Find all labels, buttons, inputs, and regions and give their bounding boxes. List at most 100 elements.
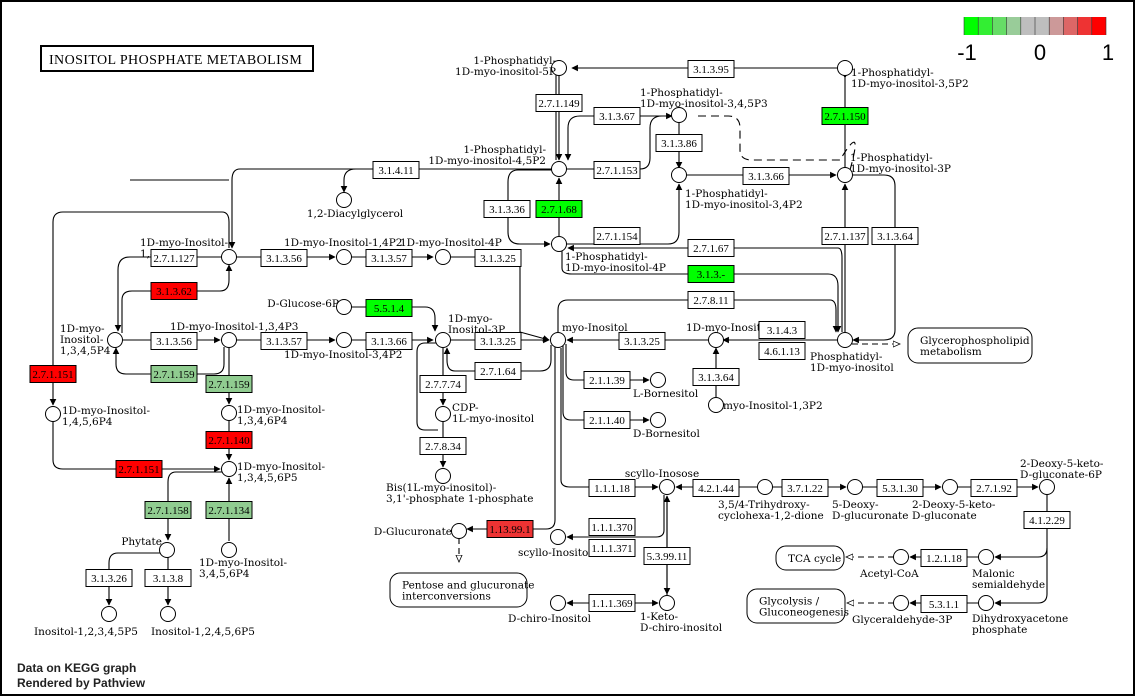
compound-c5[interactable]: 1-Phosphatidyl-1D-myo-inositol-3,4P2 xyxy=(671,167,803,212)
compound-c2[interactable]: 1-Phosphatidyl-1D-myo-inositol-3,5P2 xyxy=(837,60,969,91)
compound-node[interactable] xyxy=(650,412,666,428)
compound-node[interactable] xyxy=(650,372,666,388)
enzyme-box[interactable] xyxy=(588,479,636,497)
enzyme-box[interactable] xyxy=(205,501,253,519)
compound-c32[interactable]: 2-Deoxy-5-keto-D-gluconate-6P xyxy=(1020,458,1104,495)
enzyme-box[interactable] xyxy=(593,161,641,179)
enzyme-e28[interactable]: 3.1.3.25 xyxy=(618,332,666,350)
compound-node[interactable] xyxy=(757,479,773,495)
enzyme-e12[interactable]: 2.7.1.67 xyxy=(687,239,735,257)
enzyme-box[interactable] xyxy=(583,411,631,429)
enzyme-box[interactable] xyxy=(687,291,735,309)
compound-node[interactable] xyxy=(671,167,687,183)
enzyme-box[interactable] xyxy=(742,167,790,185)
enzyme-box[interactable] xyxy=(474,332,522,350)
enzyme-e34[interactable]: 3.1.3.64 xyxy=(692,368,740,386)
enzyme-box[interactable] xyxy=(150,365,198,383)
enzyme-e19[interactable]: 3.1.3.- xyxy=(687,265,735,283)
enzyme-e31[interactable]: 2.7.1.64 xyxy=(474,362,522,380)
compound-c14[interactable]: 1D-myo-Inositol-1,3,4,5P4 xyxy=(60,323,123,357)
enzyme-e44[interactable]: 5.3.1.30 xyxy=(876,479,924,497)
compound-node[interactable] xyxy=(551,161,567,177)
compound-node[interactable] xyxy=(221,405,237,421)
pathway-link-box[interactable] xyxy=(907,327,1033,364)
compound-c41[interactable]: Inositol-1,2,3,4,5P5 xyxy=(34,606,138,639)
compound-node[interactable] xyxy=(978,595,994,611)
enzyme-box[interactable] xyxy=(692,368,740,386)
enzyme-box[interactable] xyxy=(29,365,77,383)
compound-c30[interactable]: 5-Deoxy-D-glucuronate xyxy=(832,479,908,523)
enzyme-e43[interactable]: 3.7.1.22 xyxy=(781,479,829,497)
compound-node[interactable] xyxy=(221,332,237,348)
compound-node[interactable] xyxy=(942,479,958,495)
compound-node[interactable] xyxy=(435,406,451,422)
enzyme-e14[interactable]: 3.1.3.64 xyxy=(871,227,919,245)
pathway-link-box[interactable] xyxy=(775,545,845,571)
compound-node[interactable] xyxy=(837,332,853,348)
compound-node[interactable] xyxy=(159,542,175,558)
compound-node[interactable] xyxy=(550,595,566,611)
enzyme-e1[interactable]: 3.1.3.95 xyxy=(687,60,735,78)
enzyme-e48[interactable]: 1.13.99.1 xyxy=(486,520,534,538)
compound-node[interactable] xyxy=(550,332,566,348)
compound-node[interactable] xyxy=(659,479,675,495)
compound-c31[interactable]: 2-Deoxy-5-keto-D-gluconate xyxy=(912,479,996,523)
compound-c27[interactable]: Bis(1L-myo-inositol)-3,1'-phosphate 1-ph… xyxy=(386,468,533,506)
enzyme-e56[interactable]: 5.3.1.1 xyxy=(920,595,968,613)
enzyme-e15[interactable]: 2.7.1.127 xyxy=(150,249,198,267)
compound-c4[interactable]: 1-Phosphatidyl-1D-myo-inositol-4,5P2 xyxy=(428,144,567,177)
enzyme-box[interactable] xyxy=(821,107,869,125)
enzyme-box[interactable] xyxy=(85,569,133,587)
enzyme-e54[interactable]: 3.1.3.26 xyxy=(85,569,133,587)
enzyme-e22[interactable]: 5.5.1.4 xyxy=(365,299,413,317)
enzyme-e16[interactable]: 3.1.3.56 xyxy=(260,249,308,267)
compound-node[interactable] xyxy=(221,461,237,477)
compound-c21[interactable]: myo-Inositol-1,3P2 xyxy=(708,397,823,413)
compound-c11[interactable]: 1D-myo-Inositol-4P xyxy=(400,237,502,265)
enzyme-box[interactable] xyxy=(486,520,534,538)
compound-c3[interactable]: 1-Phosphatidyl-1D-myo-inositol-3,4,5P3 xyxy=(640,87,768,123)
compound-c18[interactable]: myo-Inositol xyxy=(550,322,629,348)
compound-c28[interactable]: scyllo-Inosose xyxy=(625,468,699,495)
enzyme-e10[interactable]: 2.7.1.68 xyxy=(535,200,583,218)
enzyme-e33[interactable]: 2.1.1.39 xyxy=(583,371,631,389)
compound-c23[interactable]: 1D-myo-Inositol-1,3,4,6P4 xyxy=(221,404,326,427)
enzyme-e24[interactable]: 3.1.3.56 xyxy=(150,332,198,350)
compound-node[interactable] xyxy=(435,468,451,484)
enzyme-box[interactable] xyxy=(588,594,636,612)
enzyme-e8[interactable]: 3.1.3.66 xyxy=(742,167,790,185)
enzyme-e21[interactable]: 2.7.8.11 xyxy=(687,291,735,309)
enzyme-box[interactable] xyxy=(692,479,740,497)
compound-c29[interactable]: 3,5/4-Trihydroxy-cyclohexa-1,2-dione xyxy=(718,479,824,523)
enzyme-e27[interactable]: 3.1.3.25 xyxy=(474,332,522,350)
enzyme-box[interactable] xyxy=(655,134,703,152)
enzyme-box[interactable] xyxy=(419,375,467,393)
compound-node[interactable] xyxy=(847,479,863,495)
compound-node[interactable] xyxy=(336,299,352,315)
enzyme-box[interactable] xyxy=(365,299,413,317)
enzyme-e52[interactable]: 5.3.99.11 xyxy=(643,547,691,565)
enzyme-box[interactable] xyxy=(588,539,636,557)
enzyme-box[interactable] xyxy=(474,249,522,267)
enzyme-box[interactable] xyxy=(150,332,198,350)
compound-c13[interactable]: Phosphatidyl-1D-myo-inositol xyxy=(810,332,894,375)
compound-node[interactable] xyxy=(101,606,117,622)
enzyme-e40[interactable]: 2.7.1.151 xyxy=(115,460,163,478)
enzyme-e50[interactable]: 4.1.2.29 xyxy=(1023,511,1071,529)
pathway-link-box[interactable] xyxy=(389,572,528,608)
compound-node[interactable] xyxy=(551,236,567,252)
enzyme-box[interactable] xyxy=(205,431,253,449)
enzyme-e42[interactable]: 4.2.1.44 xyxy=(692,479,740,497)
enzyme-e29[interactable]: 4.6.1.13 xyxy=(758,342,806,360)
compound-c10[interactable]: 1D-myo-Inositol-1,4P2 xyxy=(284,237,402,265)
compound-node[interactable] xyxy=(435,249,451,265)
enzyme-e6[interactable]: 3.1.4.11 xyxy=(372,161,420,179)
enzyme-e20[interactable]: 3.1.3.62 xyxy=(150,282,198,300)
enzyme-e49[interactable]: 1.1.1.370 xyxy=(588,518,636,536)
enzyme-e17[interactable]: 3.1.3.57 xyxy=(365,249,413,267)
compound-c26[interactable]: 1D-myo-Inositol-1,3,4,5,6P5 xyxy=(221,461,326,484)
compound-c12[interactable]: D-Glucose-6P xyxy=(267,298,352,315)
